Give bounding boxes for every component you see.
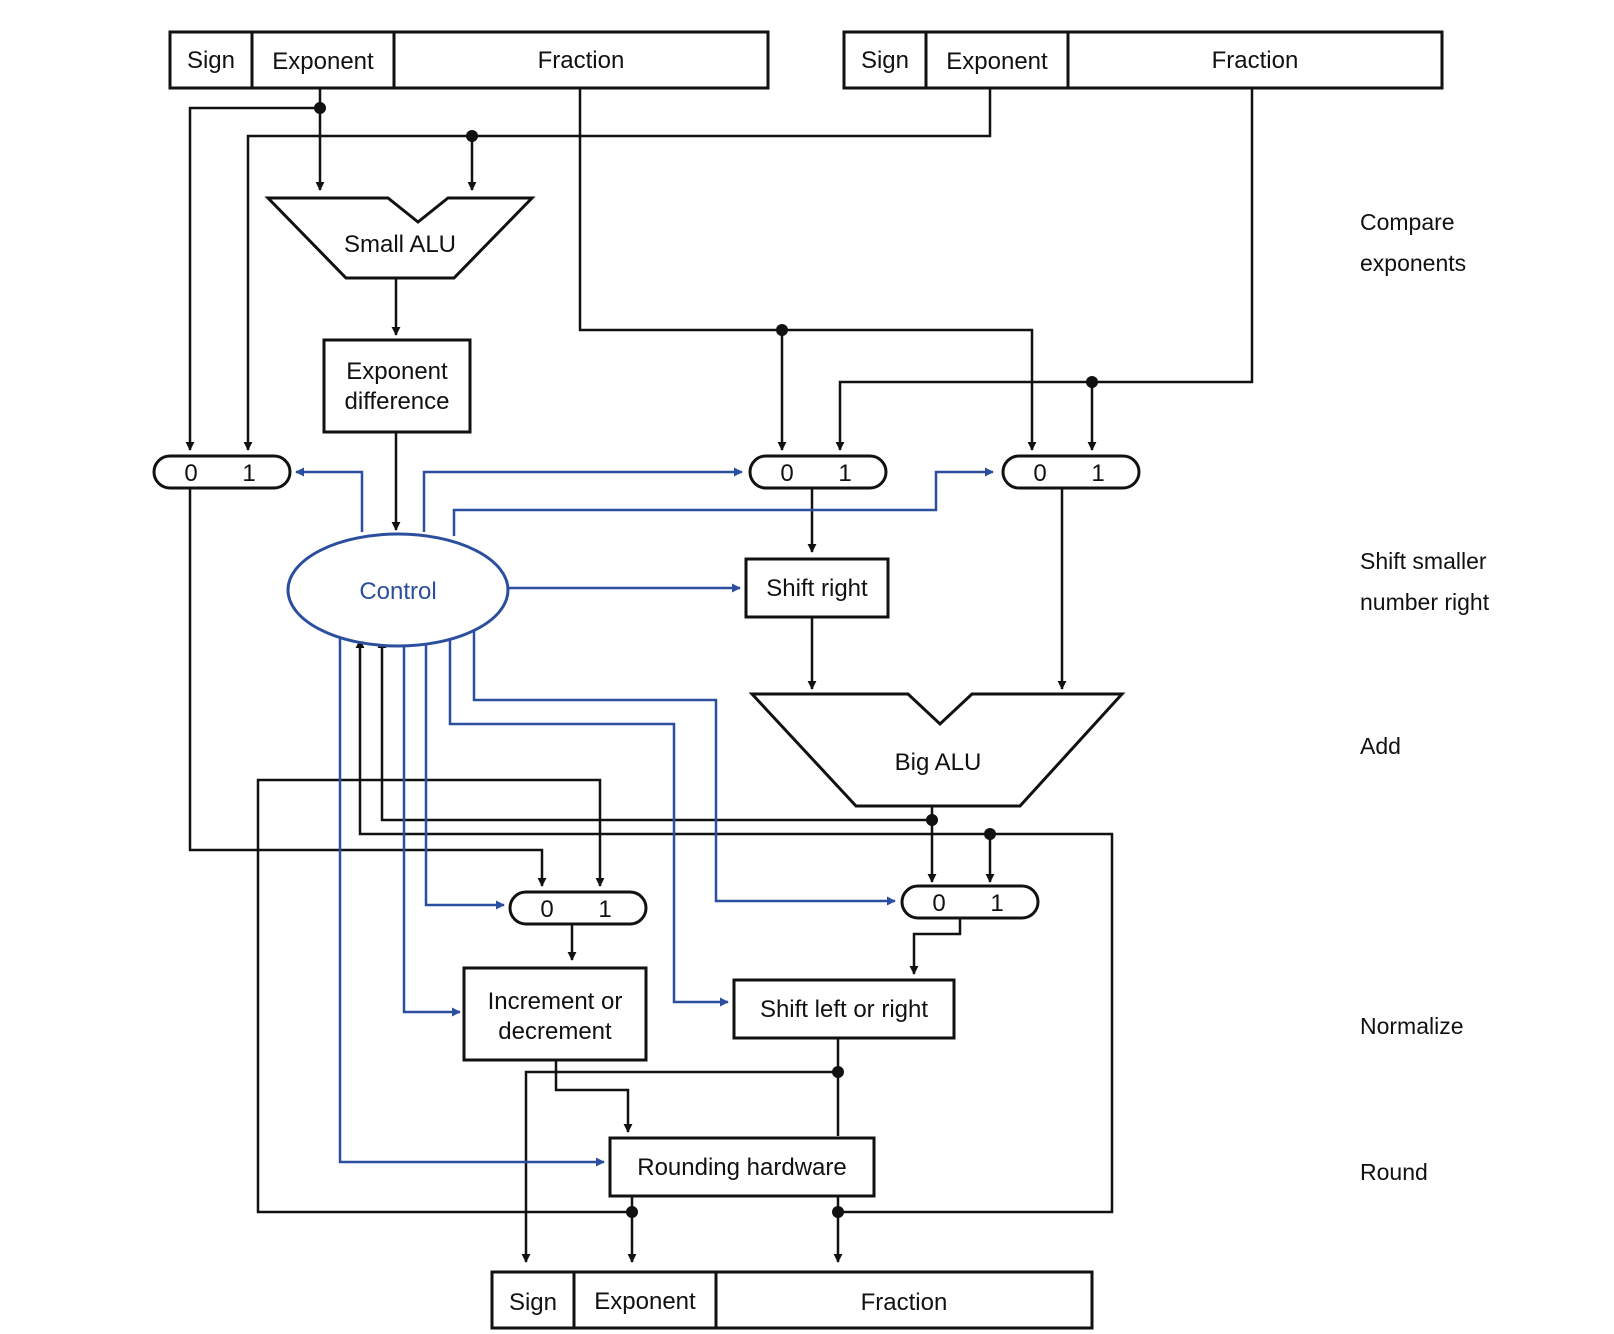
mux-shift-in1: 1 xyxy=(838,460,851,487)
input-a-fraction-label: Fraction xyxy=(538,47,625,74)
rounding-hardware-label: Rounding hardware xyxy=(637,1154,846,1181)
result-register: Sign Exponent Fraction xyxy=(490,1270,1094,1330)
control-wires xyxy=(295,467,994,1167)
exponent-difference-label-line2: difference xyxy=(345,388,450,415)
mux-big-alu-in1: 1 xyxy=(1091,460,1104,487)
mux-exponent-select: 0 1 xyxy=(152,454,292,490)
result-sign-label: Sign xyxy=(509,1289,557,1316)
mux-exponent-in1: 1 xyxy=(242,460,255,487)
stage-round: Round xyxy=(1360,1159,1428,1185)
mux-big-alu-select: 0 1 xyxy=(1001,454,1141,490)
control-unit: Control xyxy=(286,532,510,648)
mux-increment-in1: 1 xyxy=(598,896,611,923)
stage-shift-line1: Shift smaller xyxy=(1360,548,1487,574)
mux-increment-in0: 0 xyxy=(540,896,553,923)
result-fraction-label: Fraction xyxy=(861,1289,948,1316)
input-b-exponent-label: Exponent xyxy=(946,48,1048,75)
input-register-b: Sign Exponent Fraction xyxy=(842,30,1444,90)
mux-normalize-in1: 1 xyxy=(990,890,1003,917)
junction-dots xyxy=(314,102,1098,1218)
shift-right-box: Shift right xyxy=(744,557,890,619)
stage-labels: Compare exponents Shift smaller number r… xyxy=(1360,209,1490,1185)
stage-normalize: Normalize xyxy=(1360,1013,1464,1039)
mux-normalize-in0: 0 xyxy=(932,890,945,917)
rounding-hardware-box: Rounding hardware xyxy=(608,1136,876,1198)
big-alu: Big ALU xyxy=(748,692,1126,808)
mux-shift-in0: 0 xyxy=(780,460,793,487)
shift-right-label: Shift right xyxy=(766,575,868,602)
mux-normalize-select: 0 1 xyxy=(900,884,1040,920)
increment-decrement-box: Increment or decrement xyxy=(462,966,648,1062)
control-label: Control xyxy=(359,578,436,605)
small-alu: Small ALU xyxy=(264,196,536,280)
input-a-sign-label: Sign xyxy=(187,47,235,74)
mux-shift-select: 0 1 xyxy=(748,454,888,490)
exponent-difference-label-line1: Exponent xyxy=(346,358,448,385)
increment-decrement-label-line2: decrement xyxy=(498,1018,612,1045)
mux-exponent-in0: 0 xyxy=(184,460,197,487)
stage-compare-line1: Compare xyxy=(1360,209,1455,235)
shift-left-right-box: Shift left or right xyxy=(732,978,956,1040)
result-exponent-label: Exponent xyxy=(594,1288,696,1315)
stage-shift-line2: number right xyxy=(1360,589,1490,615)
small-alu-label: Small ALU xyxy=(344,231,456,258)
mux-big-alu-in0: 0 xyxy=(1033,460,1046,487)
shift-left-right-label: Shift left or right xyxy=(760,996,928,1023)
data-wires xyxy=(185,88,1254,1263)
input-b-sign-label: Sign xyxy=(861,47,909,74)
input-register-a: Sign Exponent Fraction xyxy=(168,30,770,90)
increment-decrement-label-line1: Increment or xyxy=(488,988,623,1015)
input-b-fraction-label: Fraction xyxy=(1212,47,1299,74)
input-a-exponent-label: Exponent xyxy=(272,48,374,75)
mux-increment-select: 0 1 xyxy=(508,890,648,926)
stage-compare-line2: exponents xyxy=(1360,250,1466,276)
exponent-difference-box: Exponent difference xyxy=(322,338,472,434)
big-alu-label: Big ALU xyxy=(895,749,982,776)
stage-add: Add xyxy=(1360,733,1401,759)
